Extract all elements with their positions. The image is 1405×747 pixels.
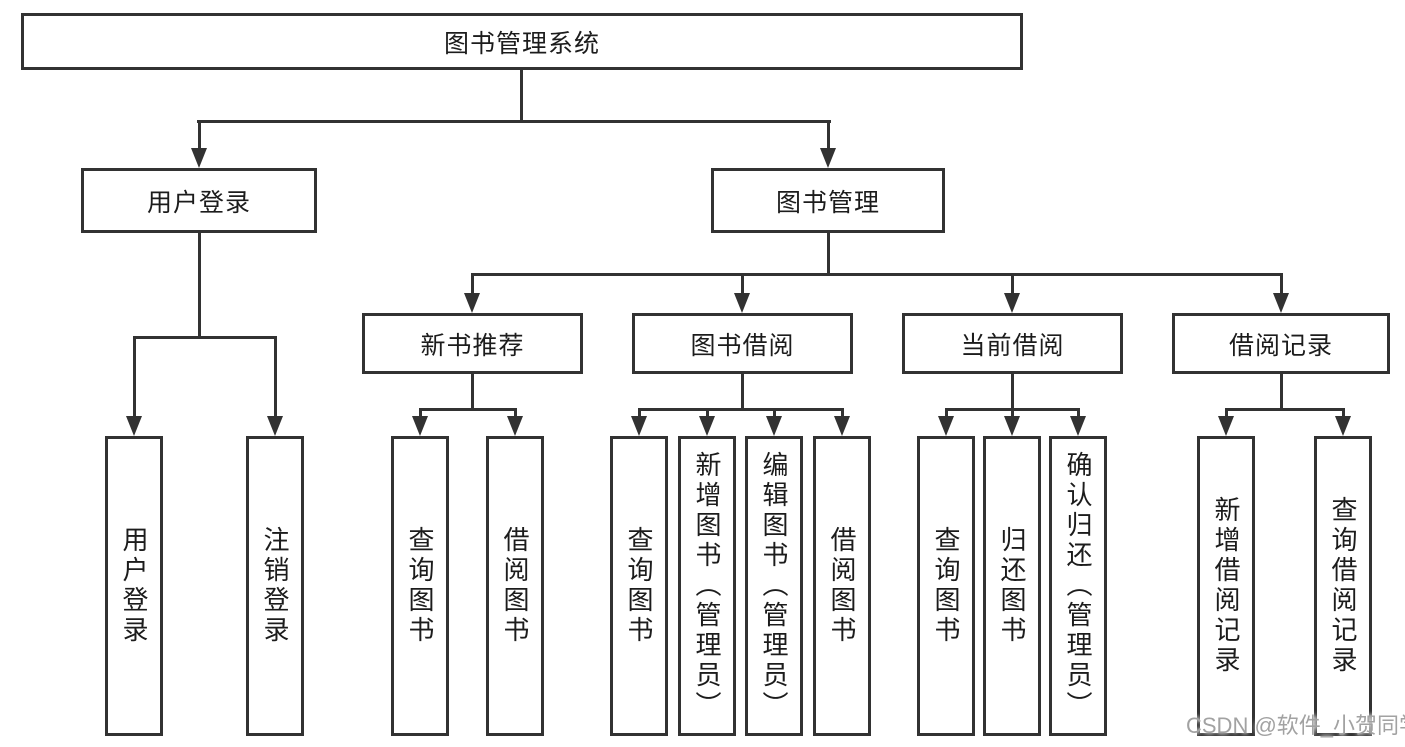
leaf-borrow-books-recommend-label: 借阅图书 — [500, 526, 530, 646]
arrow-down-icon — [699, 416, 715, 436]
leaf-borrow-books-label: 借阅图书 — [827, 526, 857, 646]
connector-line — [419, 408, 517, 411]
connector-line — [827, 233, 830, 275]
connector-line — [1280, 374, 1283, 410]
connector-line — [471, 273, 474, 295]
arrow-down-icon — [631, 416, 647, 436]
csdn-watermark: CSDN @软件_小贺同学 — [1186, 713, 1405, 738]
connector-line — [1011, 408, 1014, 418]
node-user-login-label: 用户登录 — [146, 188, 251, 217]
leaf-borrow-books: 借阅图书 — [813, 436, 871, 736]
arrow-down-icon — [267, 416, 283, 436]
connector-line — [1280, 273, 1283, 295]
leaf-confirm-return-admin: 确认归还（管理员） — [1049, 436, 1107, 736]
leaf-confirm-return-admin-label: 确认归还（管理员） — [1063, 451, 1093, 721]
arrow-down-icon — [1218, 416, 1234, 436]
connector-line — [197, 120, 831, 123]
arrow-down-icon — [1004, 293, 1020, 313]
connector-line — [638, 408, 844, 411]
node-book-borrow: 图书借阅 — [632, 313, 853, 374]
connector-line — [198, 120, 201, 150]
connector-line — [827, 120, 830, 150]
arrow-down-icon — [766, 416, 782, 436]
connector-line — [198, 233, 201, 338]
connector-line — [706, 408, 709, 418]
connector-line — [945, 408, 948, 418]
leaf-user-login-label: 用户登录 — [119, 526, 149, 646]
node-book-management: 图书管理 — [711, 168, 945, 233]
connector-line — [471, 374, 474, 410]
arrow-down-icon — [507, 416, 523, 436]
arrow-down-icon — [1335, 416, 1351, 436]
arrow-down-icon — [412, 416, 428, 436]
leaf-edit-book-admin: 编辑图书（管理员） — [745, 436, 803, 736]
leaf-add-borrow-record-label: 新增借阅记录 — [1211, 496, 1241, 676]
connector-line — [419, 408, 422, 418]
arrow-down-icon — [1070, 416, 1086, 436]
node-book-management-label: 图书管理 — [775, 188, 880, 217]
leaf-borrow-books-recommend: 借阅图书 — [486, 436, 544, 736]
node-new-book-recommend: 新书推荐 — [362, 313, 583, 374]
leaf-edit-book-admin-label: 编辑图书（管理员） — [759, 451, 789, 721]
arrow-down-icon — [1004, 416, 1020, 436]
leaf-add-book-admin-label: 新增图书（管理员） — [692, 451, 722, 721]
connector-line — [1011, 374, 1014, 410]
leaf-user-login: 用户登录 — [105, 436, 163, 736]
connector-line — [1077, 408, 1080, 418]
connector-line — [133, 336, 136, 418]
connector-line — [741, 273, 744, 295]
leaf-logout-label: 注销登录 — [260, 526, 290, 646]
leaf-query-books-borrow-label: 查询图书 — [624, 526, 654, 646]
node-current-borrow: 当前借阅 — [902, 313, 1123, 374]
leaf-return-book-label: 归还图书 — [997, 526, 1027, 646]
connector-line — [773, 408, 776, 418]
node-user-login: 用户登录 — [81, 168, 317, 233]
arrow-down-icon — [938, 416, 954, 436]
arrow-down-icon — [191, 148, 207, 168]
leaf-add-borrow-record: 新增借阅记录 — [1197, 436, 1255, 736]
node-borrow-records-label: 借阅记录 — [1228, 331, 1333, 360]
arrow-down-icon — [126, 416, 142, 436]
connector-line — [1342, 408, 1345, 418]
arrow-down-icon — [834, 416, 850, 436]
leaf-return-book: 归还图书 — [983, 436, 1041, 736]
leaf-query-books-recommend-label: 查询图书 — [405, 526, 435, 646]
arrow-down-icon — [734, 293, 750, 313]
connector-line — [133, 336, 277, 339]
node-book-borrow-label: 图书借阅 — [690, 331, 795, 360]
node-new-book-recommend-label: 新书推荐 — [420, 331, 525, 360]
arrow-down-icon — [1273, 293, 1289, 313]
leaf-query-books-recommend: 查询图书 — [391, 436, 449, 736]
leaf-logout: 注销登录 — [246, 436, 304, 736]
arrow-down-icon — [820, 148, 836, 168]
leaf-query-books-borrow: 查询图书 — [610, 436, 668, 736]
node-library-system-label: 图书管理系统 — [443, 29, 600, 58]
connector-line — [274, 336, 277, 418]
connector-line — [471, 273, 1283, 276]
leaf-query-books-current-label: 查询图书 — [931, 526, 961, 646]
connector-line — [638, 408, 641, 418]
node-library-system: 图书管理系统 — [21, 13, 1023, 70]
connector-line — [1225, 408, 1345, 411]
connector-line — [520, 69, 523, 122]
connector-line — [1225, 408, 1228, 418]
node-borrow-records: 借阅记录 — [1172, 313, 1390, 374]
connector-line — [741, 374, 744, 410]
leaf-add-book-admin: 新增图书（管理员） — [678, 436, 736, 736]
leaf-query-borrow-record-label: 查询借阅记录 — [1328, 496, 1358, 676]
leaf-query-borrow-record: 查询借阅记录 — [1314, 436, 1372, 736]
connector-line — [514, 408, 517, 418]
node-current-borrow-label: 当前借阅 — [960, 331, 1065, 360]
connector-line — [841, 408, 844, 418]
arrow-down-icon — [464, 293, 480, 313]
connector-line — [1011, 273, 1014, 295]
leaf-query-books-current: 查询图书 — [917, 436, 975, 736]
